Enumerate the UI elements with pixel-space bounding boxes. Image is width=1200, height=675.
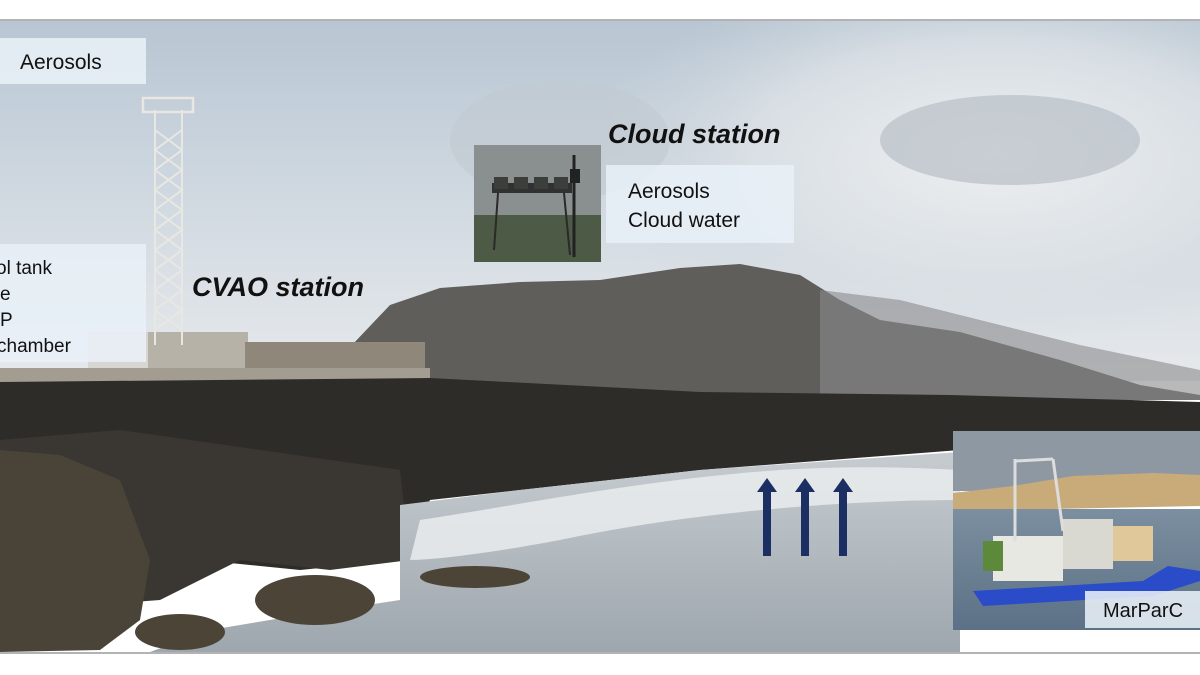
surf-foam [410,467,960,560]
upward-arrow-icon [757,478,777,556]
cvao-instruments-box: ol tank e P chamber [0,244,146,362]
tower-aerosols-label-box: Aerosols [0,38,146,84]
cloud-station-equipment [474,145,601,262]
marparc-label-box: MarParC [1085,591,1200,628]
cvao-station-title: CVAO station [192,272,365,302]
sea-rock [420,566,530,588]
upward-arrow-icon [795,478,815,556]
cloud-station-photo [474,145,601,262]
tower [141,96,195,345]
foreground-rock [0,450,150,652]
station-base [0,368,430,382]
dark-cloud [880,95,1140,185]
station-building [148,332,248,368]
cloud-aerosols-label: Aerosols [628,180,710,203]
mountain-haze [820,290,1200,400]
cvao-instrument-line: ol tank [0,258,52,279]
cvao-instrument-line: chamber [0,336,71,357]
marparc-boat-photo: MarParC [953,431,1200,630]
upward-arrow-icon [833,478,853,556]
sea-rock [135,614,225,650]
tower-aerosols-label: Aerosols [20,51,102,74]
cloud-station-title: Cloud station [608,119,781,149]
sea-rock [255,575,375,625]
station-fence [245,342,425,372]
cvao-instrument-line: P [0,310,13,331]
cloud-station-measurements-box: Aerosols Cloud water [606,165,794,243]
cvao-instrument-line: e [0,284,11,305]
marparc-label: MarParC [1103,600,1184,622]
cloud-water-label: Cloud water [628,209,741,232]
